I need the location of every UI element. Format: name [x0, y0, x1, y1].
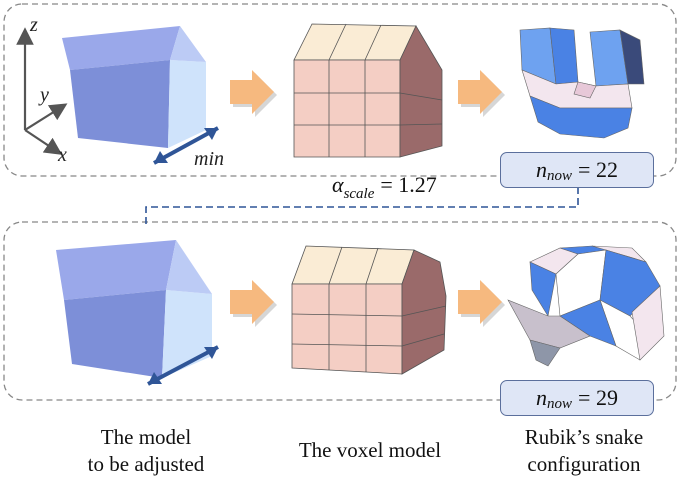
- caption-voxel: The voxel model: [280, 437, 460, 464]
- axis-label-y: y: [40, 84, 49, 106]
- caption-snake: Rubik’s snake configuration: [494, 424, 674, 478]
- caption-snake-line-1: Rubik’s snake: [524, 425, 644, 449]
- scale-connector: [145, 188, 579, 224]
- min-direction-arrow-bottom: [147, 345, 219, 386]
- scale-label: αscale = 1.27: [332, 172, 437, 202]
- min-arrowhead-top-1: [204, 128, 218, 140]
- scale-value: = 1.27: [380, 172, 437, 197]
- house-model-top: [62, 26, 206, 148]
- arrowhead-bottom-2: [148, 372, 162, 384]
- scale-symbol: α: [332, 172, 344, 197]
- caption-model: The model to be adjusted: [56, 424, 236, 478]
- scale-subscript: scale: [343, 186, 375, 202]
- min-arrowhead-top-2: [154, 151, 168, 163]
- voxel-model-top: [293, 23, 443, 158]
- n-top-value: = 22: [578, 157, 618, 182]
- n-bottom-value: = 29: [578, 385, 618, 410]
- rubiks-snake-top: [519, 27, 645, 139]
- n-top-subscript: now: [547, 167, 573, 184]
- caption-voxel-line-1: The voxel model: [298, 438, 442, 462]
- axis-label-z: z: [30, 14, 38, 36]
- process-arrows: [230, 70, 505, 327]
- bottom-panel-frame: [3, 221, 677, 401]
- n-bottom-symbol: n: [536, 385, 548, 410]
- top-panel-frame: [3, 3, 677, 177]
- min-label: min: [194, 148, 224, 170]
- coordinate-axes: [16, 27, 68, 155]
- n-bottom-subscript: now: [547, 395, 573, 412]
- caption-snake-line-2: configuration: [527, 452, 641, 476]
- n-top-symbol: n: [536, 157, 548, 182]
- arrowhead-bottom-1: [204, 347, 218, 359]
- axis-label-x: x: [58, 144, 67, 166]
- caption-model-line-2: to be adjusted: [87, 452, 205, 476]
- rubiks-snake-bottom: [507, 245, 665, 367]
- house-model-bottom: [56, 240, 212, 378]
- voxel-model-bottom: [291, 245, 447, 375]
- caption-model-line-1: The model: [100, 425, 192, 449]
- min-direction-arrow-top: [153, 126, 219, 165]
